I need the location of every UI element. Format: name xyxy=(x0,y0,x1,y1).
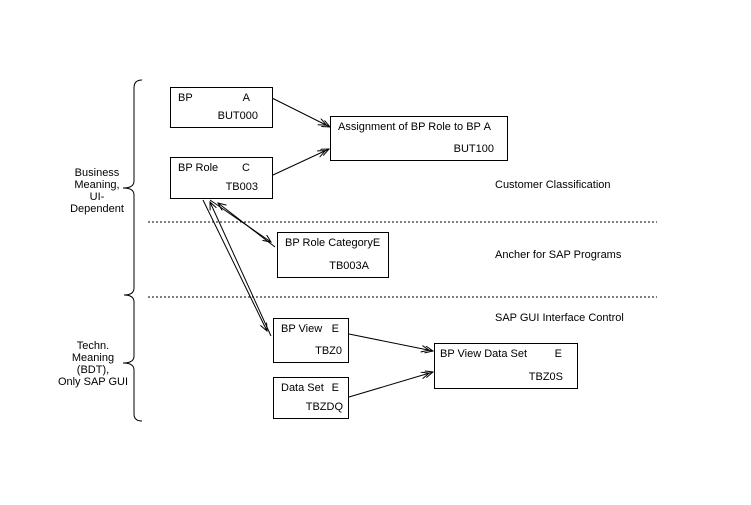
data-set-box-table: TBZDQ xyxy=(305,401,343,413)
data-set-box-title: Data Set xyxy=(281,382,324,394)
bp-role-category-box-header: BP Role Category E xyxy=(278,233,388,249)
bp-box-header: BP A xyxy=(171,88,272,104)
technical-meaning-line-1: Techn. xyxy=(76,340,110,352)
assignment-box-header: Assignment of BP Role to BP A xyxy=(331,117,507,133)
sap-gui-interface-control-label: SAP GUI Interface Control xyxy=(495,312,624,324)
business-meaning-line-1: Business xyxy=(74,167,120,179)
bp-role-category-box-title: BP Role Category xyxy=(285,237,373,249)
data-set-box-header: Data Set E xyxy=(274,378,348,394)
technical-meaning-line-3: (BDT), xyxy=(76,364,110,376)
arrow-role-to-view xyxy=(202,199,267,331)
arrow-category-to-role xyxy=(218,203,276,248)
technical-meaning-line-2: Meaning xyxy=(71,352,115,364)
bp-view-data-set-box-title: BP View Data Set xyxy=(440,348,528,360)
bp-box-letter: A xyxy=(242,92,250,104)
bp-view-data-set-box-letter: E xyxy=(554,348,562,360)
bp-box: BP A BUT000 xyxy=(170,87,273,128)
bp-box-title: BP xyxy=(178,92,193,104)
business-meaning-line-3: UI- xyxy=(89,191,105,203)
technical-meaning-label: Techn. Meaning (BDT), Only SAP GUI xyxy=(43,340,143,388)
bp-view-box-header: BP View E xyxy=(274,319,348,335)
assignment-box: Assignment of BP Role to BP A BUT100 xyxy=(330,116,508,161)
technical-meaning-line-4: Only SAP GUI xyxy=(57,376,129,388)
customer-classification-label: Customer Classification xyxy=(495,179,611,191)
anchor-sap-programs-label: Ancher for SAP Programs xyxy=(495,249,622,261)
bp-role-box-table: TB003 xyxy=(225,181,258,193)
bp-role-box-letter: C xyxy=(242,162,250,174)
arrow-view-to-view-dataset xyxy=(348,333,433,351)
business-meaning-line-4: Dependent xyxy=(70,203,124,215)
bp-role-box-title: BP Role xyxy=(178,162,219,174)
bp-role-box: BP Role C TB003 xyxy=(170,157,273,199)
bp-role-category-box: BP Role Category E TB003A xyxy=(277,232,389,278)
left-brace xyxy=(122,79,143,422)
arrow-view-to-role xyxy=(210,202,272,337)
bp-view-box-title: BP View xyxy=(281,323,323,335)
arrow-bp-to-assignment xyxy=(271,97,330,127)
business-meaning-label: Business Meaning, UI- Dependent xyxy=(47,167,147,215)
business-meaning-line-2: Meaning, xyxy=(74,179,120,191)
bp-box-table: BUT000 xyxy=(217,110,258,122)
bp-view-box: BP View E TBZ0 xyxy=(273,318,349,363)
bp-view-data-set-box-table: TBZ0S xyxy=(528,371,563,383)
bp-role-category-box-table: TB003A xyxy=(329,260,369,272)
assignment-box-letter: A xyxy=(483,121,491,133)
data-set-box-letter: E xyxy=(331,382,339,394)
data-set-box: Data Set E TBZDQ xyxy=(273,377,349,419)
bp-view-data-set-box: BP View Data Set E TBZ0S xyxy=(434,343,578,389)
bp-view-data-set-box-header: BP View Data Set E xyxy=(435,344,577,360)
assignment-box-title: Assignment of BP Role to BP xyxy=(338,121,481,133)
bp-role-box-header: BP Role C xyxy=(171,158,272,174)
arrow-dataset-to-view-dataset xyxy=(348,372,433,398)
bp-view-box-letter: E xyxy=(331,323,339,335)
assignment-box-table: BUT100 xyxy=(453,143,494,155)
bp-view-box-table: TBZ0 xyxy=(315,345,342,357)
arrow-role-to-assignment xyxy=(272,149,329,176)
bp-role-category-box-letter: E xyxy=(372,237,381,249)
